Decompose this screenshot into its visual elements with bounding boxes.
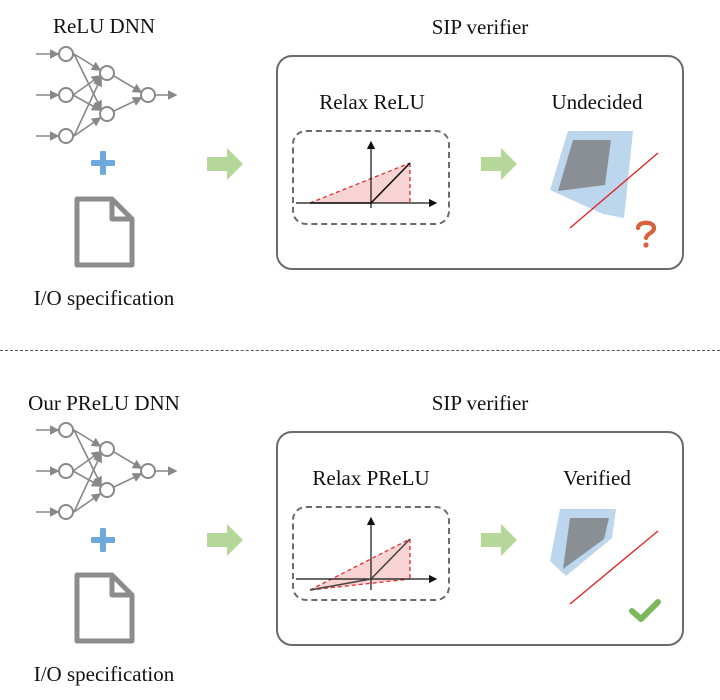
neural-network-icon: [36, 46, 178, 144]
result-label: Undecided: [551, 90, 643, 114]
green-arrow-icon: [207, 148, 243, 180]
question-mark-icon: [635, 220, 657, 248]
verifier-box: [276, 55, 684, 270]
relaxation-box: [292, 506, 450, 601]
verifier-title: SIP verifier: [431, 15, 529, 39]
verification-region: [550, 509, 659, 605]
result-label: Verified: [563, 466, 631, 490]
spec-label: I/O specification: [33, 662, 175, 686]
check-mark-icon: [629, 599, 661, 622]
neural-network-icon: [36, 422, 178, 520]
verifier-title: SIP verifier: [431, 391, 529, 415]
prelu-relaxation-plot: [296, 516, 438, 591]
panel-divider: [0, 350, 720, 351]
verification-region: [550, 131, 659, 229]
plus-icon: [91, 528, 115, 552]
document-icon: [74, 572, 135, 644]
relaxation-box: [292, 130, 450, 225]
relu-relaxation-plot: [296, 140, 438, 208]
network-label: ReLU DNN: [52, 14, 156, 38]
spec-label: I/O specification: [33, 286, 175, 310]
top-panel: ReLU DNN: [33, 14, 684, 310]
relax-label: Relax ReLU: [319, 90, 425, 114]
bottom-panel: Our PReLU DNN: [0, 350, 720, 700]
green-arrow-icon: [481, 524, 517, 556]
document-icon: [74, 196, 135, 268]
green-arrow-icon: [481, 148, 517, 180]
plus-icon: [91, 151, 115, 175]
relax-label: Relax PReLU: [312, 466, 430, 490]
verifier-box: [276, 431, 684, 646]
green-arrow-icon: [207, 524, 243, 556]
network-label: Our PReLU DNN: [28, 391, 180, 415]
